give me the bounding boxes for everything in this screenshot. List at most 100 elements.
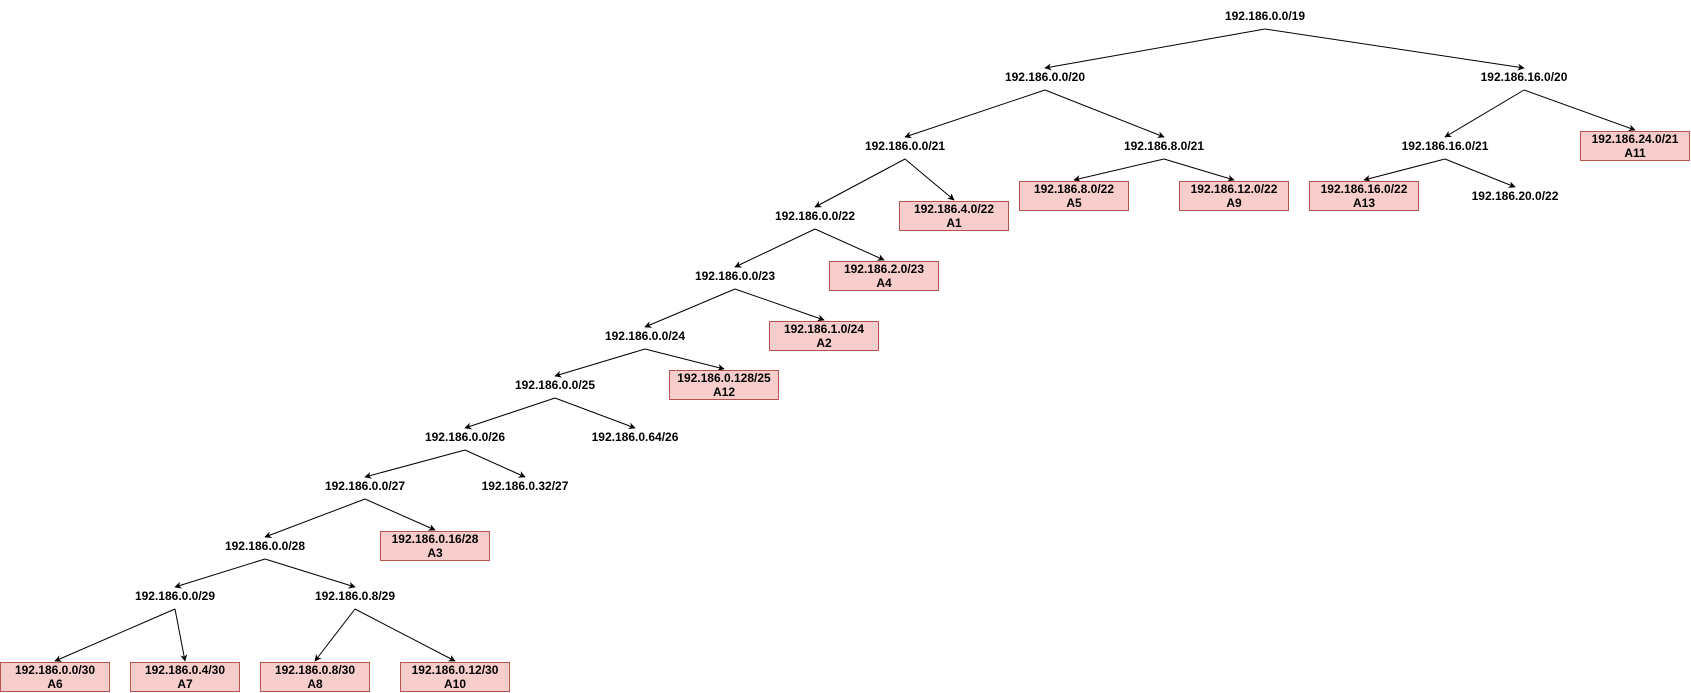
tree-edge-arrow <box>1444 158 1516 188</box>
tree-edge-arrow <box>554 348 646 378</box>
subnet-label: 192.186.1.0/24 <box>783 322 865 336</box>
tree-edge-arrow <box>364 449 466 479</box>
subnet-node: 192.186.0.0/27 <box>310 478 420 494</box>
tree-edge-arrow <box>1523 89 1636 132</box>
tree-edge-arrow <box>734 288 825 322</box>
tree-edge-arrow <box>1044 28 1266 71</box>
subnet-node: 192.186.16.0/21 <box>1390 138 1500 154</box>
subnet-tag: A2 <box>816 336 832 350</box>
subnet-label: 192.186.0.0/19 <box>1224 9 1306 23</box>
subnet-label: 192.186.0.16/28 <box>391 532 479 546</box>
subnet-label: 192.186.0.128/25 <box>677 371 771 385</box>
tree-edge-arrow <box>264 558 356 589</box>
subnet-node: 192.186.0.0/23 <box>680 268 790 284</box>
tree-edge-arrow <box>814 158 906 208</box>
subnet-tag: A5 <box>1066 196 1082 210</box>
tree-edge-arrow <box>1073 158 1165 182</box>
subnet-label: 192.186.20.0/22 <box>1471 189 1559 203</box>
subnet-tag: A7 <box>177 677 193 691</box>
tree-edge-arrow <box>1264 28 1525 71</box>
subnet-label: 192.186.24.0/21 <box>1591 132 1679 146</box>
subnet-label: 192.186.0.0/28 <box>224 539 306 553</box>
subnet-label: 192.186.0.0/26 <box>424 430 506 444</box>
subnet-node: 192.186.0.0/25 <box>500 377 610 393</box>
subnet-node: 192.186.16.0/20 <box>1469 69 1579 85</box>
subnet-label: 192.186.16.0/22 <box>1320 182 1408 196</box>
subnet-tag: A10 <box>443 677 466 691</box>
subnet-tag: A12 <box>712 385 735 399</box>
tree-edge-arrow <box>1363 158 1446 182</box>
tree-edge-arrow <box>174 558 266 589</box>
subnet-label: 192.186.0.8/30 <box>274 663 356 677</box>
subnet-node: 192.186.0.0/28 <box>210 538 320 554</box>
tree-edge-arrow <box>1044 89 1165 138</box>
tree-edge-arrow <box>364 498 436 531</box>
subnet-label: 192.186.0.0/27 <box>324 479 406 493</box>
tree-edge-arrow <box>264 498 366 539</box>
subnet-node: 192.186.0.8/29 <box>300 588 410 604</box>
subnet-tag: A9 <box>1226 196 1242 210</box>
subnet-label: 192.186.12.0/22 <box>1190 182 1278 196</box>
subnet-node: 192.186.0.32/27 <box>470 478 580 494</box>
subnet-node: 192.186.0.0/26 <box>410 429 520 445</box>
subnet-label: 192.186.16.0/21 <box>1401 139 1489 153</box>
subnet-label: 192.186.0.8/29 <box>314 589 396 603</box>
tree-edge-arrow <box>54 608 176 662</box>
subnet-label: 192.186.0.32/27 <box>481 479 569 493</box>
tree-edge-arrow <box>1163 158 1235 182</box>
subnet-label: 192.186.8.0/21 <box>1123 139 1205 153</box>
subnet-label: 192.186.0.0/29 <box>134 589 216 603</box>
tree-edge-arrow <box>644 288 736 328</box>
subnet-tag: A11 <box>1624 146 1646 160</box>
tree-edge-arrow <box>174 608 188 662</box>
tree-edge-arrow <box>734 228 816 268</box>
subnet-node: 192.186.0.64/26 <box>580 429 690 445</box>
tree-edge-arrow <box>904 89 1046 139</box>
subnet-node: 192.186.0.0/20 <box>990 69 1100 85</box>
subnet-tag: A6 <box>47 677 63 691</box>
tree-edge-arrow <box>554 397 636 430</box>
tree-edge-arrow <box>904 158 955 201</box>
subnet-tag: A4 <box>876 276 892 290</box>
subnet-node: 192.186.0.0/29 <box>120 588 230 604</box>
subnet-label: 192.186.0.0/25 <box>514 378 596 392</box>
subnet-label: 192.186.2.0/23 <box>843 262 925 276</box>
tree-edge-arrow <box>464 449 526 478</box>
subnet-label: 192.186.4.0/22 <box>913 202 995 216</box>
tree-edge-arrow <box>464 397 556 430</box>
tree-edge-arrow <box>314 608 356 662</box>
subnet-label: 192.186.0.0/30 <box>14 663 96 677</box>
tree-edge-arrow <box>1444 89 1525 138</box>
tree-edge-arrow <box>644 348 725 371</box>
subnet-label: 192.186.0.0/21 <box>864 139 946 153</box>
subnet-node: 192.186.20.0/22 <box>1460 188 1570 204</box>
subnet-tag: A1 <box>946 216 962 230</box>
subnet-label: 192.186.0.4/30 <box>144 663 226 677</box>
subnet-label: 192.186.0.64/26 <box>591 430 679 444</box>
subnet-label: 192.186.16.0/20 <box>1480 70 1568 84</box>
subnet-tag: A3 <box>427 546 443 560</box>
subnet-node: 192.186.0.0/22 <box>760 208 870 224</box>
subnet-label: 192.186.0.0/24 <box>604 329 686 343</box>
tree-edge-arrow <box>354 608 456 662</box>
subnet-node: 192.186.0.0/21 <box>850 138 960 154</box>
subnet-tag: A13 <box>1352 196 1375 210</box>
subnet-node: 192.186.0.0/24 <box>590 328 700 344</box>
subnet-label: 192.186.8.0/22 <box>1033 182 1115 196</box>
tree-edge-arrow <box>814 228 885 261</box>
subnet-node: 192.186.0.0/19 <box>1210 8 1320 24</box>
